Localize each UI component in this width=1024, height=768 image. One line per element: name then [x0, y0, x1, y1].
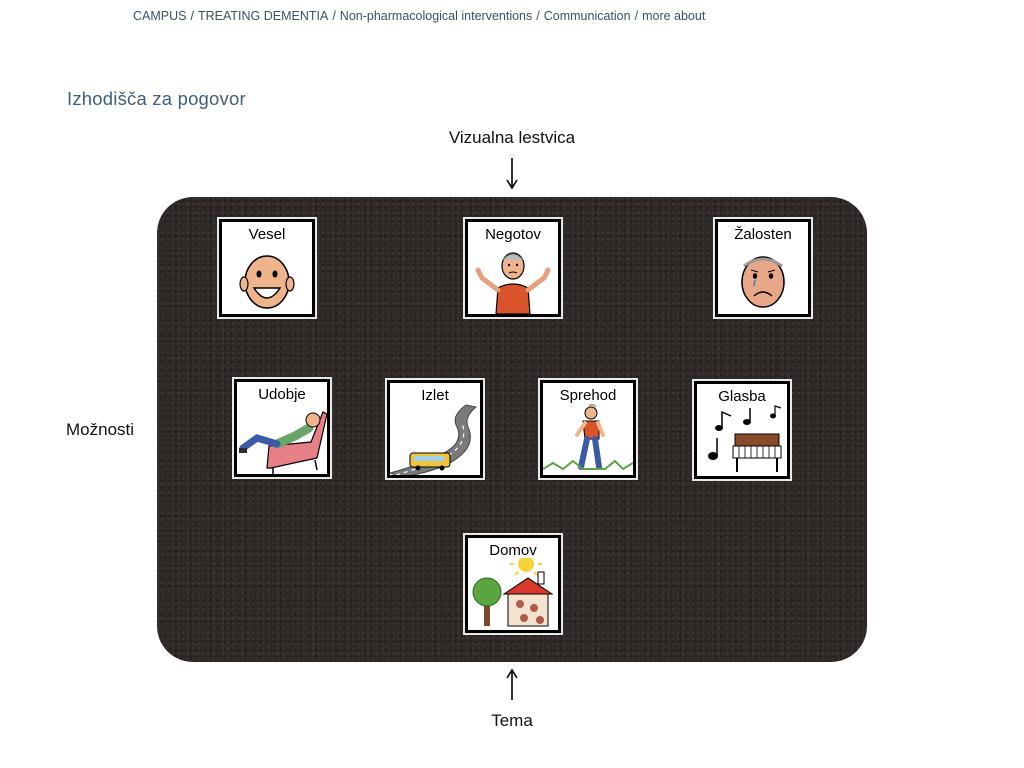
card-glasba: Glasba: [694, 381, 790, 479]
breadcrumb-campus[interactable]: CAMPUS: [133, 9, 187, 23]
breadcrumb-more-about[interactable]: more about: [642, 9, 706, 23]
man-relaxing-in-armchair-icon: [239, 411, 327, 474]
card-label: Domov: [489, 542, 537, 559]
card-label: Žalosten: [734, 226, 792, 243]
card-label: Negotov: [485, 226, 541, 243]
breadcrumb-non-pharmacological-interventions[interactable]: Non-pharmacological interventions: [339, 9, 533, 23]
up-arrow-icon: [506, 668, 518, 700]
card-vesel: Vesel: [219, 219, 315, 317]
breadcrumb: CAMPUS/TREATING DEMENTIA/Non-pharmacolog…: [133, 9, 705, 23]
card-negotov: Negotov: [465, 219, 561, 317]
happy-face-icon: [239, 255, 295, 309]
breadcrumb-separator: /: [536, 9, 540, 23]
bus-on-road-icon: [390, 404, 478, 475]
man-walking-icon: [543, 403, 633, 471]
options-label: Možnosti: [66, 420, 135, 439]
card-udobje: Udobje: [234, 379, 330, 477]
breadcrumb-separator: /: [332, 9, 336, 23]
card-label: Izlet: [421, 387, 449, 404]
card-label: Udobje: [258, 386, 306, 403]
card-label: Sprehod: [559, 387, 617, 404]
topic-label: Tema: [491, 711, 533, 730]
card-sprehod: Sprehod: [540, 380, 636, 478]
down-arrow-icon: [506, 158, 518, 190]
piano-music-notes-icon: [708, 405, 782, 472]
card-label: Glasba: [718, 388, 766, 405]
sad-face-icon: [741, 256, 785, 308]
breadcrumb-treating-dementia[interactable]: TREATING DEMENTIA: [197, 9, 329, 23]
visual-scale-label: Vizualna lestvica: [448, 128, 576, 147]
conversation-board: Vesel Negotov Žalosten: [157, 197, 867, 662]
card-zalosten: Žalosten: [715, 219, 811, 317]
shrugging-man-icon: [475, 252, 551, 314]
card-izlet: Izlet: [387, 380, 483, 478]
card-label: Vesel: [248, 226, 286, 243]
page-title: Izhodišča za pogovor: [67, 88, 246, 109]
breadcrumb-separator: /: [190, 9, 194, 23]
breadcrumb-separator: /: [634, 9, 639, 23]
card-domov: Domov: [465, 535, 561, 633]
breadcrumb-communication[interactable]: Communication: [543, 9, 631, 23]
house-tree-sun-icon: [472, 558, 554, 627]
